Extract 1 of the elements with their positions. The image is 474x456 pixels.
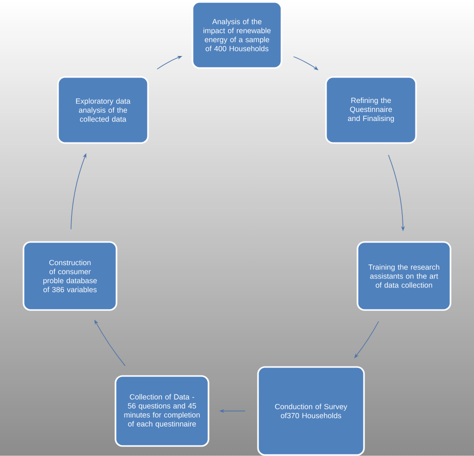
arrow [293,56,318,70]
